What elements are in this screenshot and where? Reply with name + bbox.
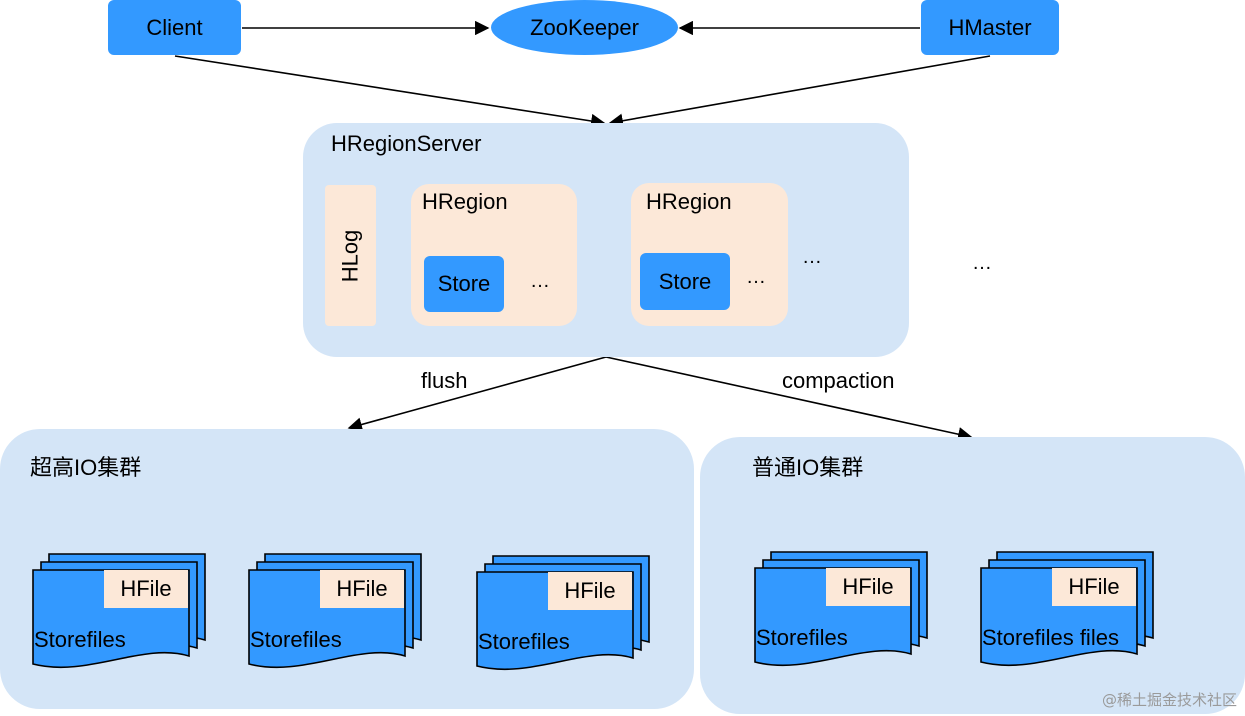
hregion-1-ellipsis: … <box>530 270 550 292</box>
client-node: Client <box>108 0 241 55</box>
normal-io-cluster-title: 普通IO集群 <box>752 455 864 480</box>
compaction-label: compaction <box>782 368 895 393</box>
region-server-title: HRegionServer <box>331 131 482 156</box>
hfile-label: HFile <box>320 570 404 608</box>
store-box-2: Store <box>640 253 730 310</box>
hregion-2-ellipsis: … <box>746 266 766 288</box>
hregion-label-2: HRegion <box>646 189 732 214</box>
hfile-label: HFile <box>1052 568 1136 606</box>
store-label-1: Store <box>437 271 491 296</box>
hfile-label: HFile <box>826 568 910 606</box>
client-label: Client <box>146 14 203 40</box>
edge-flush <box>347 356 607 432</box>
watermark: @稀土掘金技术社区 <box>1101 691 1237 709</box>
hmaster-node: HMaster <box>921 0 1059 55</box>
storefiles-label: Storefiles <box>478 629 570 654</box>
storefiles-label: Storefiles <box>250 627 342 652</box>
edge-hmaster-regionserver <box>608 55 991 128</box>
edge-client-regionserver <box>174 55 606 129</box>
storefiles-label: Storefiles files <box>982 625 1119 650</box>
hfile-label: HFile <box>104 570 188 608</box>
store-label-2: Store <box>658 268 712 294</box>
high-io-cluster-title: 超高IO集群 <box>30 455 142 480</box>
outer-ellipsis: … <box>972 252 992 274</box>
zookeeper-label: ZooKeeper <box>530 14 639 40</box>
hmaster-label: HMaster <box>948 14 1032 40</box>
region-server-panel <box>303 123 909 357</box>
zookeeper-node: ZooKeeper <box>491 0 678 55</box>
hlog-label: HLog <box>337 229 363 282</box>
region-server-ellipsis: … <box>802 246 822 268</box>
flush-label: flush <box>421 368 468 393</box>
hlog-box: HLog <box>325 185 376 326</box>
hregion-label-1: HRegion <box>422 189 508 214</box>
hfile-label: HFile <box>548 572 632 610</box>
storefiles-label: Storefiles <box>34 627 126 652</box>
storefiles-label: Storefiles <box>756 625 848 650</box>
edge-compaction <box>605 356 973 442</box>
store-box-1: Store <box>424 256 504 312</box>
